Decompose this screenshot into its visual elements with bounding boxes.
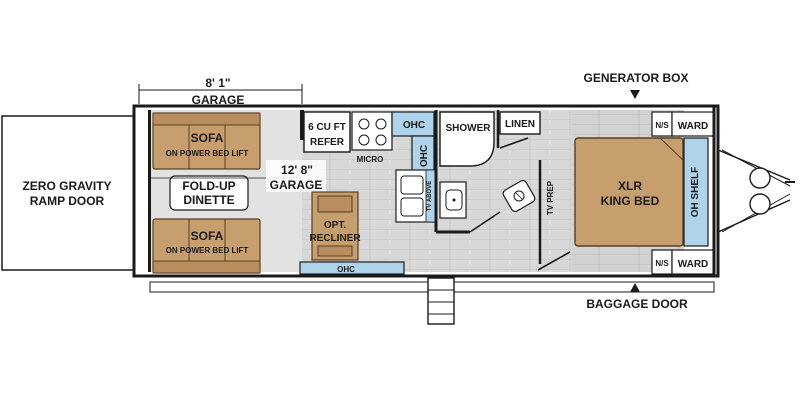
- garage-width-dimension: 8' 1" GARAGE: [138, 76, 303, 107]
- wardrobe-bottom-label: WARD: [678, 259, 709, 270]
- refrigerator: 6 CU FT REFER: [303, 111, 351, 153]
- garage-length-dimension: 12' 8" GARAGE: [150, 160, 326, 192]
- sofa-top: SOFA ON POWER BED LIFT: [152, 112, 261, 170]
- hitch: [717, 149, 795, 233]
- ohc-bottom-label: OHC: [337, 265, 355, 274]
- shower-label: SHOWER: [446, 123, 492, 134]
- nightstand-bottom-label: N/S: [655, 259, 669, 268]
- recliner-line-2: RECLINER: [309, 233, 361, 244]
- garage-width-value: 8' 1": [205, 76, 230, 90]
- linen-label: LINEN: [505, 119, 535, 130]
- ohc-top-label: OHC: [403, 120, 425, 131]
- tv-prep-label: TV PREP: [546, 180, 555, 215]
- garage-length-label: GARAGE: [270, 178, 323, 192]
- garage-width-label: GARAGE: [192, 93, 245, 107]
- linen-closet: LINEN: [499, 111, 541, 135]
- shower: SHOWER: [439, 111, 495, 167]
- stove-cooktop: MICRO: [351, 111, 393, 164]
- ohc-side-label: OHC: [419, 145, 430, 167]
- toilet: [502, 179, 536, 213]
- refer-line-1: 6 CU FT: [308, 122, 346, 133]
- dinette-line-1: FOLD-UP: [182, 179, 235, 193]
- bulkhead-wall: [300, 110, 304, 140]
- fold-up-dinette: FOLD-UP DINETTE: [169, 175, 249, 211]
- sofa-bottom: SOFA ON POWER BED LIFT: [152, 218, 261, 274]
- wardrobe-top-label: WARD: [678, 121, 709, 132]
- ramp-door-line-2: RAMP DOOR: [30, 194, 105, 208]
- micro-label: MICRO: [357, 155, 384, 164]
- recliner: OPT. RECLINER: [309, 191, 361, 261]
- baggage-door-label: BAGGAGE DOOR: [586, 297, 688, 311]
- overhead-cabinet-bottom: OHC: [299, 261, 405, 275]
- bedroom-door: [537, 251, 571, 271]
- bathroom-walls: [434, 110, 501, 234]
- recliner-line-1: OPT.: [324, 220, 346, 231]
- generator-box-label: GENERATOR BOX: [584, 71, 689, 85]
- entry-steps: [427, 277, 455, 325]
- baggage-door-callout: BAGGAGE DOOR: [586, 283, 688, 311]
- oh-shelf-label: OH SHELF: [690, 167, 701, 218]
- tv-above-label: TV ABOVE: [427, 181, 433, 211]
- wardrobe-bottom: N/S WARD: [651, 249, 715, 275]
- dinette-line-2: DINETTE: [183, 193, 234, 207]
- sofa-bottom-title: SOFA: [191, 229, 224, 243]
- nightstand-top-label: N/S: [655, 121, 669, 130]
- generator-box-callout: GENERATOR BOX: [584, 71, 689, 99]
- baggage-arrow-icon: [630, 283, 640, 292]
- sofa-top-title: SOFA: [191, 131, 224, 145]
- sofa-top-subtitle: ON POWER BED LIFT: [166, 149, 249, 158]
- front-wall: [148, 110, 151, 272]
- generator-arrow-icon: [630, 90, 640, 99]
- wardrobe-top: N/S WARD: [651, 111, 715, 137]
- bed-line-1: XLR: [618, 179, 642, 193]
- kitchen-counter: TV ABOVE: [395, 169, 437, 223]
- overhead-shelf: OH SHELF: [683, 137, 709, 247]
- bed-line-2: KING BED: [601, 194, 660, 208]
- sofa-bottom-subtitle: ON POWER BED LIFT: [166, 246, 249, 255]
- ramp-door-line-1: ZERO GRAVITY: [22, 179, 111, 193]
- bath-door: [499, 137, 529, 149]
- refer-line-2: REFER: [310, 137, 345, 148]
- bathroom-sink: [439, 181, 467, 219]
- garage-length-value: 12' 8": [281, 163, 313, 177]
- king-bed: XLR KING BED: [574, 137, 684, 247]
- ramp-door: [1, 115, 135, 271]
